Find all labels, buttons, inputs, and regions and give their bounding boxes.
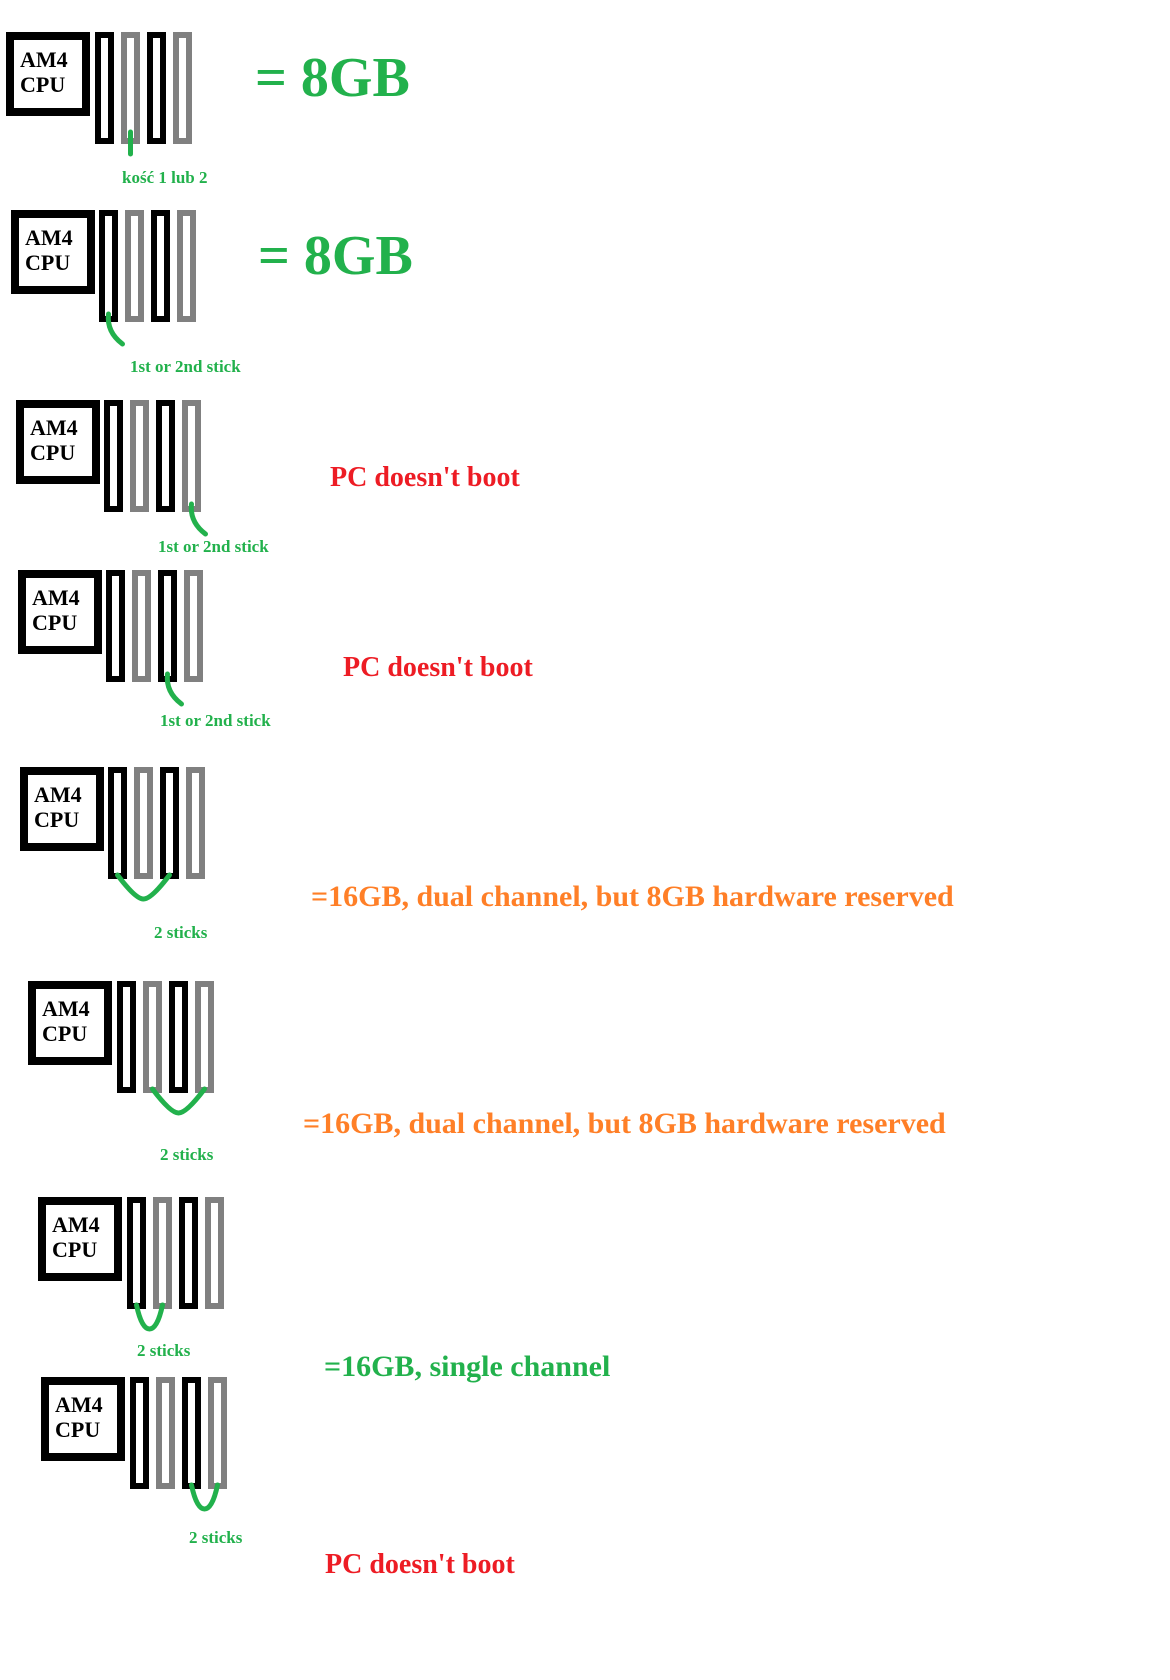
cpu-label-line2: CPU — [32, 610, 78, 635]
ram-slot-2 — [125, 210, 144, 322]
ram-slot-3 — [169, 981, 188, 1093]
stick-label: 2 sticks — [154, 923, 208, 942]
stick-marker — [188, 501, 208, 537]
result-text: =16GB, dual channel, but 8GB hardware re… — [303, 1107, 946, 1140]
cpu-label-line1: AM4 — [52, 1212, 100, 1237]
stick-marker — [128, 129, 133, 157]
stick-marker-path — [189, 1482, 220, 1512]
cpu-label-line1: AM4 — [34, 782, 82, 807]
ram-slot-2 — [130, 400, 149, 512]
result-text: PC doesn't boot — [330, 462, 520, 493]
ram-slot-2 — [132, 570, 151, 682]
cpu-label-line1: AM4 — [20, 47, 68, 72]
cpu-label-line1: AM4 — [30, 415, 78, 440]
cpu-label-line2: CPU — [25, 250, 71, 275]
stick-marker — [189, 1482, 220, 1512]
stick-label: 2 sticks — [189, 1528, 243, 1547]
stick-marker — [150, 1086, 207, 1116]
cpu-label-line1: AM4 — [42, 996, 90, 1021]
stick-label: 1st or 2nd stick — [158, 537, 269, 556]
ram-slot-3 — [151, 210, 170, 322]
ram-slot-4 — [205, 1197, 224, 1309]
ram-slot-3 — [156, 400, 175, 512]
ram-slot-4 — [177, 210, 196, 322]
stick-marker-path — [188, 501, 208, 537]
stick-marker — [164, 671, 184, 707]
ram-slot-1 — [104, 400, 123, 512]
ram-slot-4 — [173, 32, 192, 144]
result-text: =16GB, dual channel, but 8GB hardware re… — [311, 880, 954, 913]
stick-marker-path — [105, 311, 125, 347]
ram-slot-2 — [156, 1377, 175, 1489]
cpu-label-line2: CPU — [34, 807, 80, 832]
result-text: =16GB, single channel — [324, 1350, 611, 1383]
stick-label: 2 sticks — [137, 1341, 191, 1360]
result-text: = 8GB — [255, 47, 410, 109]
stick-marker-path — [115, 872, 172, 902]
result-text: PC doesn't boot — [325, 1549, 515, 1580]
stick-marker — [115, 872, 172, 902]
result-text: = 8GB — [258, 225, 413, 287]
stick-label: 1st or 2nd stick — [160, 711, 271, 730]
cpu-label-line2: CPU — [52, 1237, 98, 1262]
ram-slot-4 — [184, 570, 203, 682]
stick-marker-path — [164, 671, 184, 707]
ram-slot-1 — [95, 32, 114, 144]
result-text: PC doesn't boot — [343, 652, 533, 683]
ram-slot-4 — [186, 767, 205, 879]
stick-marker — [105, 311, 125, 347]
ram-slot-3 — [179, 1197, 198, 1309]
stick-label: 1st or 2nd stick — [130, 357, 241, 376]
ram-slot-2 — [134, 767, 153, 879]
cpu-label-line2: CPU — [20, 72, 66, 97]
cpu-label-line2: CPU — [55, 1417, 101, 1442]
cpu-label-line2: CPU — [42, 1021, 88, 1046]
ram-slot-1 — [130, 1377, 149, 1489]
ram-slot-1 — [106, 570, 125, 682]
stick-marker-path — [150, 1086, 207, 1116]
stick-label: 2 sticks — [160, 1145, 214, 1164]
cpu-label-line1: AM4 — [55, 1392, 103, 1417]
stick-marker — [134, 1302, 165, 1332]
stick-marker-path — [134, 1302, 165, 1332]
stick-label: kość 1 lub 2 — [122, 168, 208, 187]
ram-slot-1 — [117, 981, 136, 1093]
cpu-label-line1: AM4 — [32, 585, 80, 610]
ram-slot-3 — [147, 32, 166, 144]
cpu-label-line2: CPU — [30, 440, 76, 465]
cpu-label-line1: AM4 — [25, 225, 73, 250]
